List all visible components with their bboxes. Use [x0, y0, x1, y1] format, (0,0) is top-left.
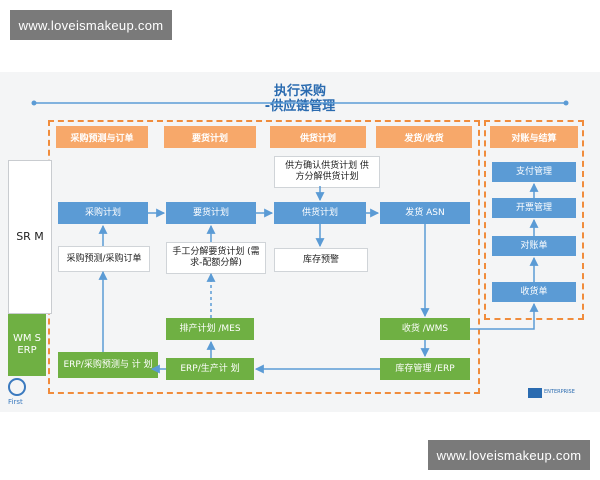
srm-system-label: SR M: [8, 160, 52, 314]
title-rule: [31, 100, 569, 106]
node-supply-plan: 供货计划: [274, 202, 366, 224]
node-demand-plan: 要货计划: [166, 202, 256, 224]
header-forecast-order: 采购预测与订单: [56, 126, 148, 148]
header-reconcile-settle: 对账与结算: [490, 126, 578, 148]
header-ship-receive: 发货/收货: [376, 126, 472, 148]
wms-erp-system-label: WM S ERP: [8, 314, 46, 376]
header-supply-plan: 供货计划: [270, 126, 366, 148]
node-supplier-confirm: 供方确认供货计划 供方分解供货计划: [274, 156, 380, 188]
node-erp-forecast: ERP/采购预测与 计 划: [58, 352, 158, 378]
enterprise-logo-icon: [528, 388, 542, 398]
node-receive-wms: 收货 /WMS: [380, 318, 470, 340]
node-reconcile: 对账单: [492, 236, 576, 256]
first-logo-text: First: [8, 398, 23, 406]
node-invoice-mgmt: 开票管理: [492, 198, 576, 218]
node-schedule-mes: 排产计划 /MES: [166, 318, 254, 340]
first-logo-icon: [8, 378, 26, 396]
watermark-bottom: www.loveismakeup.com: [428, 440, 590, 470]
enterprise-logo-text: ENTERPRISE: [544, 389, 575, 395]
header-demand-plan: 要货计划: [164, 126, 256, 148]
node-receipt: 收货单: [492, 282, 576, 302]
arrow-receive-to-receipt: [470, 302, 539, 330]
node-forecast-order: 采购预测/采购订单: [58, 246, 150, 272]
watermark-top: www.loveismakeup.com: [10, 10, 172, 40]
title-line-1: 执行采购: [273, 84, 326, 99]
node-inventory-alert: 库存预警: [274, 248, 368, 272]
node-manual-split: 手工分解要货计划 (需求-配额分解): [166, 242, 266, 274]
node-payment-mgmt: 支付管理: [492, 162, 576, 182]
node-purchase-plan: 采购计划: [58, 202, 148, 224]
node-ship-asn: 发货 ASN: [380, 202, 470, 224]
node-erp-production: ERP/生产计 划: [166, 358, 254, 380]
node-inventory-erp: 库存管理 /ERP: [380, 358, 470, 380]
